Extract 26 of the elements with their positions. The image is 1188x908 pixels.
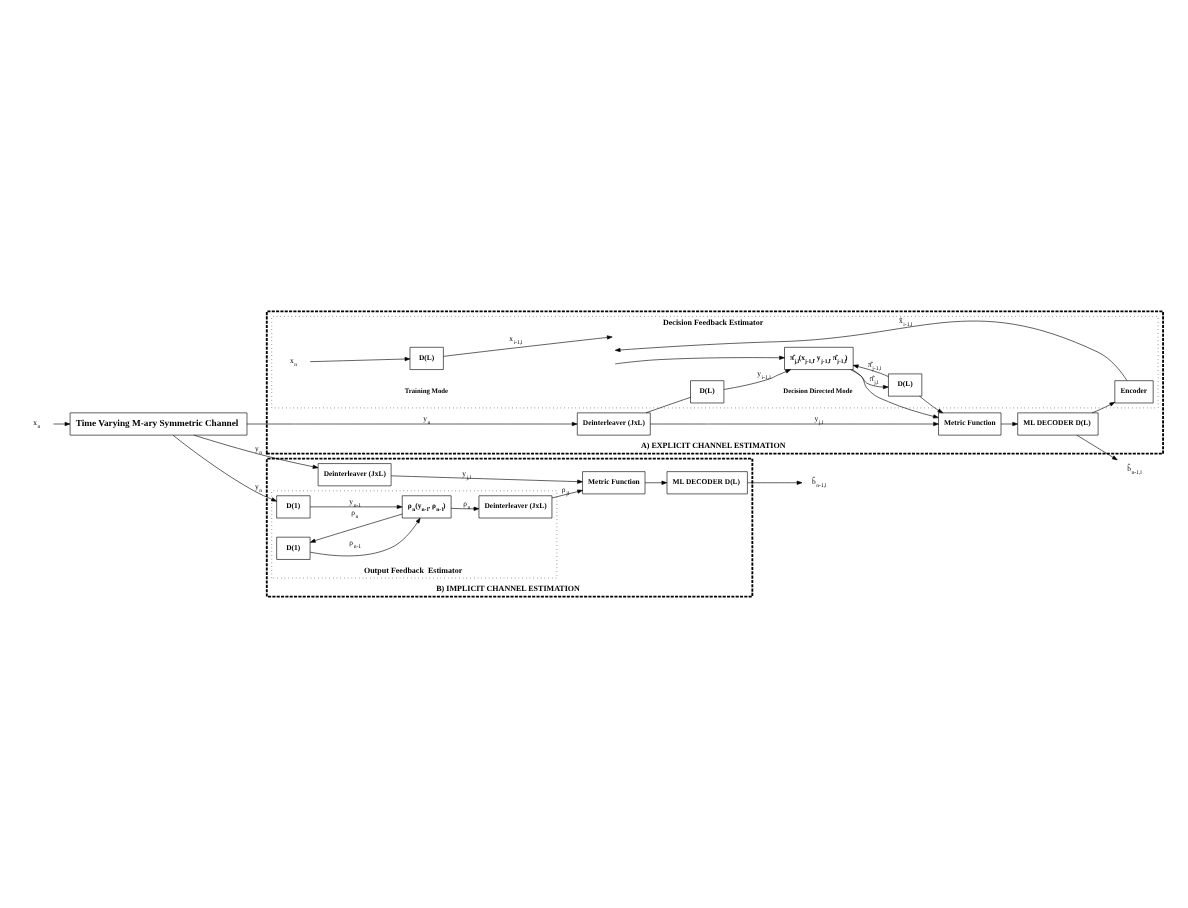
arrow (443, 335, 613, 357)
arrow (1000, 421, 1018, 427)
arrow (919, 395, 944, 414)
arrow (450, 506, 480, 511)
arrow (850, 369, 889, 390)
arrow (747, 480, 803, 485)
arrow (246, 421, 578, 427)
arrow (852, 364, 889, 377)
arrow (391, 475, 583, 484)
arrow (851, 369, 939, 419)
arrow (1076, 434, 1118, 461)
arrow (53, 421, 71, 427)
arrow (310, 513, 403, 543)
arrow (614, 320, 1128, 381)
arrow (309, 357, 411, 362)
arrow (650, 421, 939, 427)
arrow (614, 355, 785, 365)
arrow (193, 434, 319, 469)
arrow (309, 504, 403, 509)
arrow (172, 434, 277, 502)
arrow (309, 517, 421, 557)
arrow (551, 489, 583, 499)
arrow (644, 480, 668, 485)
connector (645, 397, 691, 414)
arrow (723, 369, 791, 390)
arrow (1091, 402, 1116, 414)
